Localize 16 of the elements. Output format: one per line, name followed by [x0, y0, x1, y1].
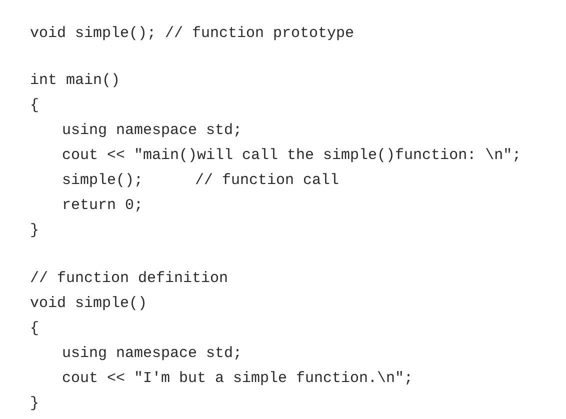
code-line: { — [30, 320, 40, 338]
code-line: void simple(); — [30, 25, 156, 43]
code-line: } — [30, 395, 40, 413]
code-line: cout << "I'm but a simple function.\n"; — [62, 370, 414, 388]
code-comment: // function prototype — [165, 25, 354, 43]
code-line: } — [30, 222, 40, 240]
code-line: { — [30, 97, 40, 115]
code-comment: // function call — [195, 172, 340, 190]
code-line: simple(); — [62, 172, 144, 190]
code-line: void simple() — [30, 295, 148, 313]
code-line: using namespace std; — [62, 122, 242, 140]
code-comment: // function definition — [30, 270, 228, 288]
code-line: using namespace std; — [62, 345, 242, 363]
code-line: return 0; — [62, 197, 144, 215]
code-line: cout << "main()will call the simple()function: \n"; — [62, 147, 522, 165]
code-line: int main() — [30, 72, 120, 90]
